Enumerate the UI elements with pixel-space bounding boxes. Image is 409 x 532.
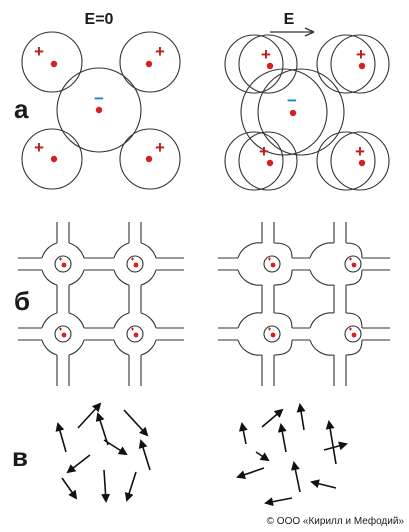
ion-cores-with-field bbox=[266, 62, 366, 167]
ions-with-field bbox=[224, 34, 390, 191]
header-e-field: E bbox=[284, 11, 295, 28]
row-label-v: в bbox=[12, 442, 28, 472]
dipoles-random bbox=[55, 402, 151, 503]
header-e-zero: E=0 bbox=[85, 11, 114, 28]
plus-sign: + bbox=[34, 42, 44, 61]
plus-sign: + bbox=[355, 142, 365, 161]
field-arrow bbox=[270, 27, 315, 37]
bond-ion-cores-with-field bbox=[268, 257, 357, 338]
ions-no-field bbox=[21, 31, 181, 190]
copyright-notice: © ООО «Кирилл и Мефодий» bbox=[267, 515, 405, 527]
plus-sign: + bbox=[259, 142, 269, 161]
plus-sign: + bbox=[261, 45, 271, 64]
plus-sign: + bbox=[155, 42, 165, 61]
dipoles-aligned bbox=[236, 403, 348, 507]
row-label-a: а bbox=[14, 94, 29, 124]
row-label-b: б bbox=[14, 286, 30, 316]
bond-ion-cores-no-field bbox=[59, 257, 139, 338]
plus-sign: + bbox=[34, 138, 44, 157]
plus-sign: + bbox=[356, 45, 366, 64]
minus-sign: − bbox=[287, 91, 297, 110]
minus-sign: − bbox=[94, 89, 104, 108]
ion-cores-no-field bbox=[50, 60, 153, 163]
bond-network-with-field bbox=[218, 222, 390, 386]
bond-network-no-field bbox=[18, 222, 184, 386]
plus-sign: + bbox=[155, 138, 165, 157]
